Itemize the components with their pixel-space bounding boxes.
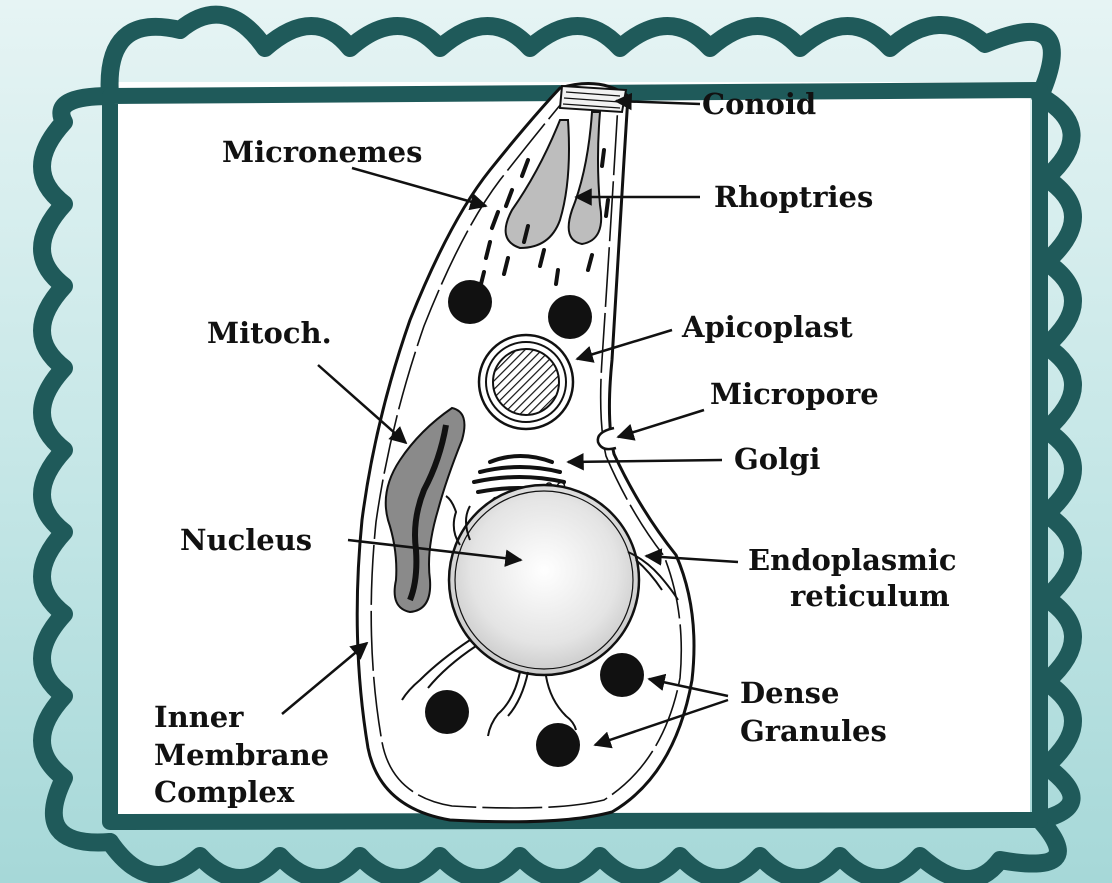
label-micropore: Micropore	[710, 377, 879, 411]
dense-granule	[600, 653, 644, 697]
label-imc-line3: Complex	[154, 775, 295, 809]
apicoplast-structure	[479, 335, 573, 429]
label-dense-line1: Dense	[740, 676, 839, 710]
label-micronemes: Micronemes	[222, 135, 422, 169]
label-nucleus: Nucleus	[180, 523, 312, 557]
label-conoid: Conoid	[702, 87, 816, 121]
dense-granule	[548, 295, 592, 339]
label-apicoplast: Apicoplast	[681, 310, 853, 344]
label-rhoptries: Rhoptries	[714, 180, 873, 214]
conoid-structure	[560, 86, 626, 112]
label-imc-line2: Membrane	[154, 738, 329, 772]
label-mitoch: Mitoch.	[207, 316, 332, 350]
nucleus-structure	[449, 485, 639, 675]
label-er-line1: Endoplasmic	[748, 543, 957, 577]
label-golgi: Golgi	[734, 442, 820, 476]
dense-granule	[448, 280, 492, 324]
dense-granule	[536, 723, 580, 767]
label-dense-line2: Granules	[740, 714, 887, 748]
label-er-line2: reticulum	[790, 579, 950, 613]
label-imc-line1: Inner	[154, 700, 244, 734]
dense-granule	[425, 690, 469, 734]
